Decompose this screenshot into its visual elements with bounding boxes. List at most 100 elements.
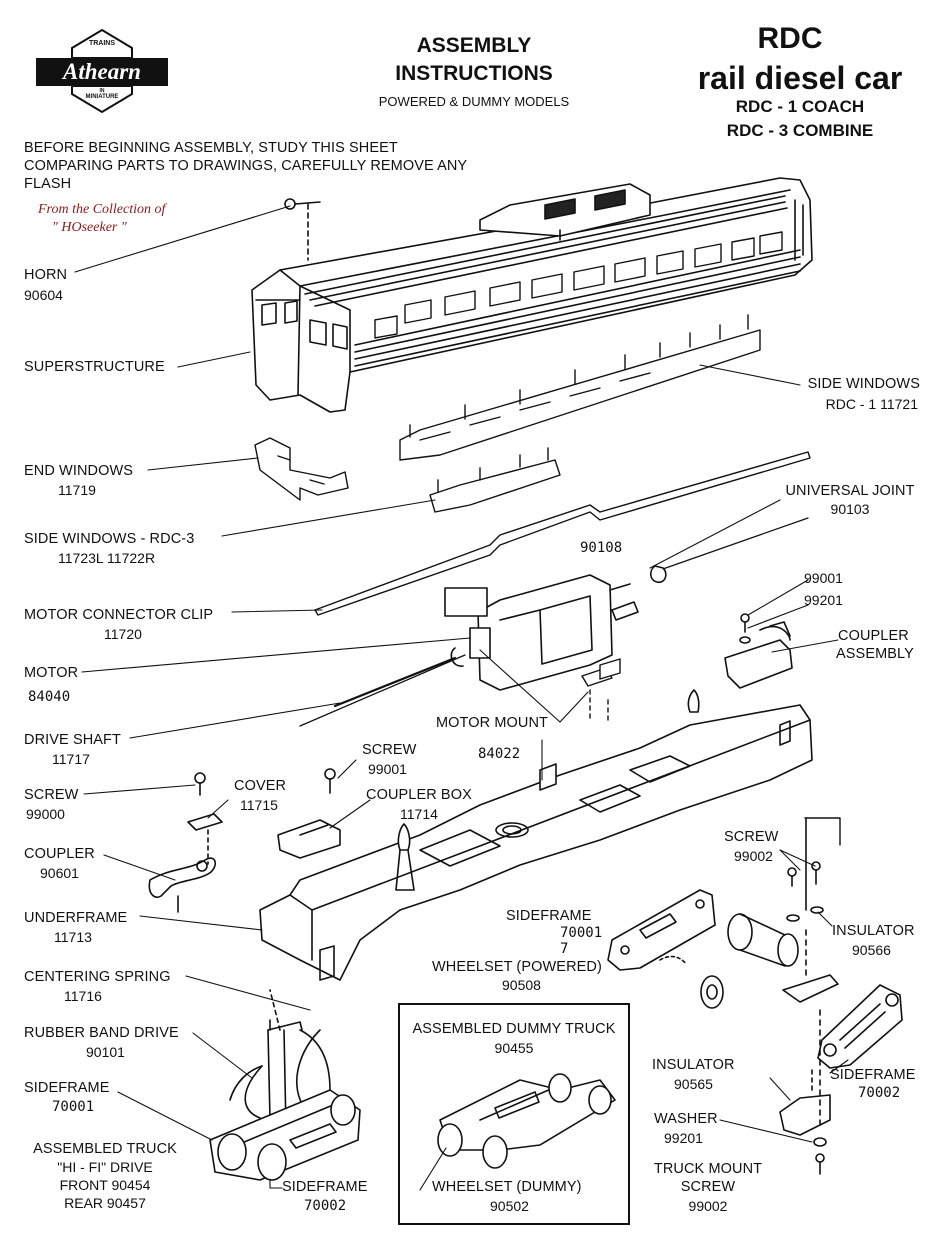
screw-left-number: 99000: [26, 806, 65, 822]
horn-drawing: [284, 198, 321, 261]
end-windows-label: END WINDOWS: [24, 463, 134, 479]
assembly-subtitle: POWERED & DUMMY MODELS: [378, 94, 570, 109]
superstructure-label: SUPERSTRUCTURE: [24, 359, 165, 375]
dummy-truck-label: ASSEMBLED DUMMY TRUCK: [412, 1021, 616, 1037]
cover-number: 11715: [240, 797, 278, 813]
wheelset-powered-label: WHEELSET (POWERED): [432, 959, 602, 975]
sideframe-right-number: 70002: [858, 1085, 901, 1101]
assembled-truck-label: ASSEMBLED TRUCK: [33, 1141, 177, 1157]
superstructure-drawing: [251, 177, 813, 413]
wheelset-dummy-number: 90502: [490, 1198, 529, 1214]
insulator-right-number: 90566: [852, 942, 891, 958]
underframe-drawing: [259, 689, 813, 981]
left-small-parts-drawing: [148, 768, 341, 913]
washer-label: WASHER: [654, 1111, 718, 1127]
rubber-band-drive-label: RUBBER BAND DRIVE: [24, 1025, 179, 1041]
logo-top-text: TRAINS: [88, 40, 116, 47]
assembly-title-2: INSTRUCTIONS: [395, 62, 553, 85]
coupler-box-label: COUPLER BOX: [366, 787, 472, 803]
truck-mount-label-2: SCREW: [680, 1179, 736, 1195]
end-windows-drawing: [254, 437, 349, 501]
motor-connector-clip-number: 11720: [104, 626, 142, 642]
universal-joint-number: 90103: [830, 501, 870, 517]
centering-spring-number: 11716: [64, 988, 102, 1004]
drive-shaft-number: 11717: [52, 751, 90, 767]
sideframe-right-label: SIDEFRAME: [830, 1067, 916, 1083]
motor-label: MOTOR: [24, 665, 79, 681]
coupler-number: 90601: [40, 865, 79, 881]
insulator-right-label: INSULATOR: [832, 923, 915, 939]
screw-mid-label: SCREW: [362, 742, 417, 758]
leader-lines: [74, 205, 849, 1191]
wheelset-powered-number: 90508: [502, 977, 541, 993]
universal-joint-label: UNIVERSAL JOINT: [785, 483, 915, 499]
underframe-label: UNDERFRAME: [24, 910, 128, 926]
screw-right-label: SCREW: [724, 829, 779, 845]
screw-99201-top-number: 99201: [804, 592, 843, 608]
u-joint-part-number: 90108: [580, 540, 623, 556]
side-windows-rdc3-drawing: [429, 447, 561, 513]
assembled-truck-rear: REAR 90457: [64, 1195, 146, 1211]
screw-mid-number: 99001: [368, 761, 407, 777]
drive-shaft-label: DRIVE SHAFT: [24, 732, 121, 748]
rubber-band-drive-number: 90101: [86, 1044, 125, 1060]
coupler-assembly-label-2: ASSEMBLY: [836, 646, 914, 662]
cover-label: COVER: [234, 778, 287, 794]
assembled-truck-drawing: [209, 989, 361, 1181]
rdc-model-2: RDC - 3 COMBINE: [726, 121, 874, 140]
centering-spring-label: CENTERING SPRING: [24, 969, 171, 985]
sideframe-bottom-number: 70002: [304, 1198, 347, 1214]
intro-line-3: FLASH: [24, 176, 72, 192]
screw-right-number: 99002: [734, 848, 773, 864]
collection-line-1: From the Collection of: [38, 202, 166, 217]
sideframe-mid-number: 70001: [560, 925, 603, 941]
logo-bottom-text-1: IN: [99, 88, 105, 94]
rdc-title: RDC: [757, 22, 823, 55]
coupler-assembly-label-1: COUPLER: [838, 628, 909, 644]
insulator-low-number: 90565: [674, 1076, 713, 1092]
assembled-truck-front: FRONT 90454: [59, 1177, 151, 1193]
logo-brand-text: Athearn: [63, 59, 141, 84]
insulator-low-label: INSULATOR: [652, 1057, 735, 1073]
athearn-logo: TRAINS Athearn IN MINIATURE: [34, 28, 170, 114]
truck-mount-number: 99002: [688, 1198, 728, 1214]
logo-bottom-text-2: MINIATURE: [85, 94, 119, 100]
dummy-truck-box: [398, 1003, 630, 1225]
side-windows-rdc1-label: SIDE WINDOWS: [807, 376, 920, 392]
horn-label: HORN: [24, 267, 68, 283]
side-windows-rdc3-number: 11723L 11722R: [58, 550, 156, 566]
collection-line-2: " HOseeker ": [52, 220, 127, 235]
dummy-truck-number: 90455: [494, 1040, 534, 1056]
screw-left-label: SCREW: [24, 787, 79, 803]
motor-connector-clip-label: MOTOR CONNECTOR CLIP: [24, 607, 214, 623]
sideframe-bottom-label: SIDEFRAME: [282, 1179, 368, 1195]
sideframe-mid-label: SIDEFRAME: [506, 908, 592, 924]
horn-number: 90604: [24, 287, 63, 303]
washer-number: 99201: [664, 1130, 703, 1146]
coupler-box-number: 11714: [400, 806, 438, 822]
wheelset-dummy-label: WHEELSET (DUMMY): [432, 1179, 582, 1195]
side-windows-rdc1-drawing: [399, 314, 761, 461]
sideframe-left-number: 70001: [52, 1099, 95, 1115]
logo-emblem-icon: [36, 28, 168, 114]
assembled-truck-drive: "HI - FI" DRIVE: [57, 1159, 153, 1175]
rdc-subtitle: rail diesel car: [697, 60, 903, 96]
motor-number: 84040: [28, 689, 71, 705]
universal-joint-drawing: [649, 517, 809, 584]
side-windows-rdc3-label: SIDE WINDOWS - RDC-3: [24, 531, 195, 547]
rdc-model-1: RDC - 1 COACH: [735, 97, 865, 116]
right-truck-drawing: [607, 817, 903, 1175]
motor-mount-number: 84022: [478, 746, 521, 762]
underframe-number: 11713: [54, 929, 92, 945]
intro-line-2: COMPARING PARTS TO DRAWINGS, CAREFULLY R…: [24, 158, 468, 174]
coupler-assembly-drawing: [724, 613, 793, 689]
truck-mount-label-1: TRUCK MOUNT: [653, 1161, 763, 1177]
intro-line-1: BEFORE BEGINNING ASSEMBLY, STUDY THIS SH…: [24, 140, 398, 156]
side-windows-rdc1-number: RDC - 1 11721: [825, 396, 918, 412]
dummy-truck-drawing: [437, 1073, 616, 1169]
end-windows-number: 11719: [58, 482, 96, 498]
assembly-title-1: ASSEMBLY: [416, 34, 532, 57]
coupler-label: COUPLER: [24, 846, 95, 862]
sideframe-left-label: SIDEFRAME: [24, 1080, 110, 1096]
